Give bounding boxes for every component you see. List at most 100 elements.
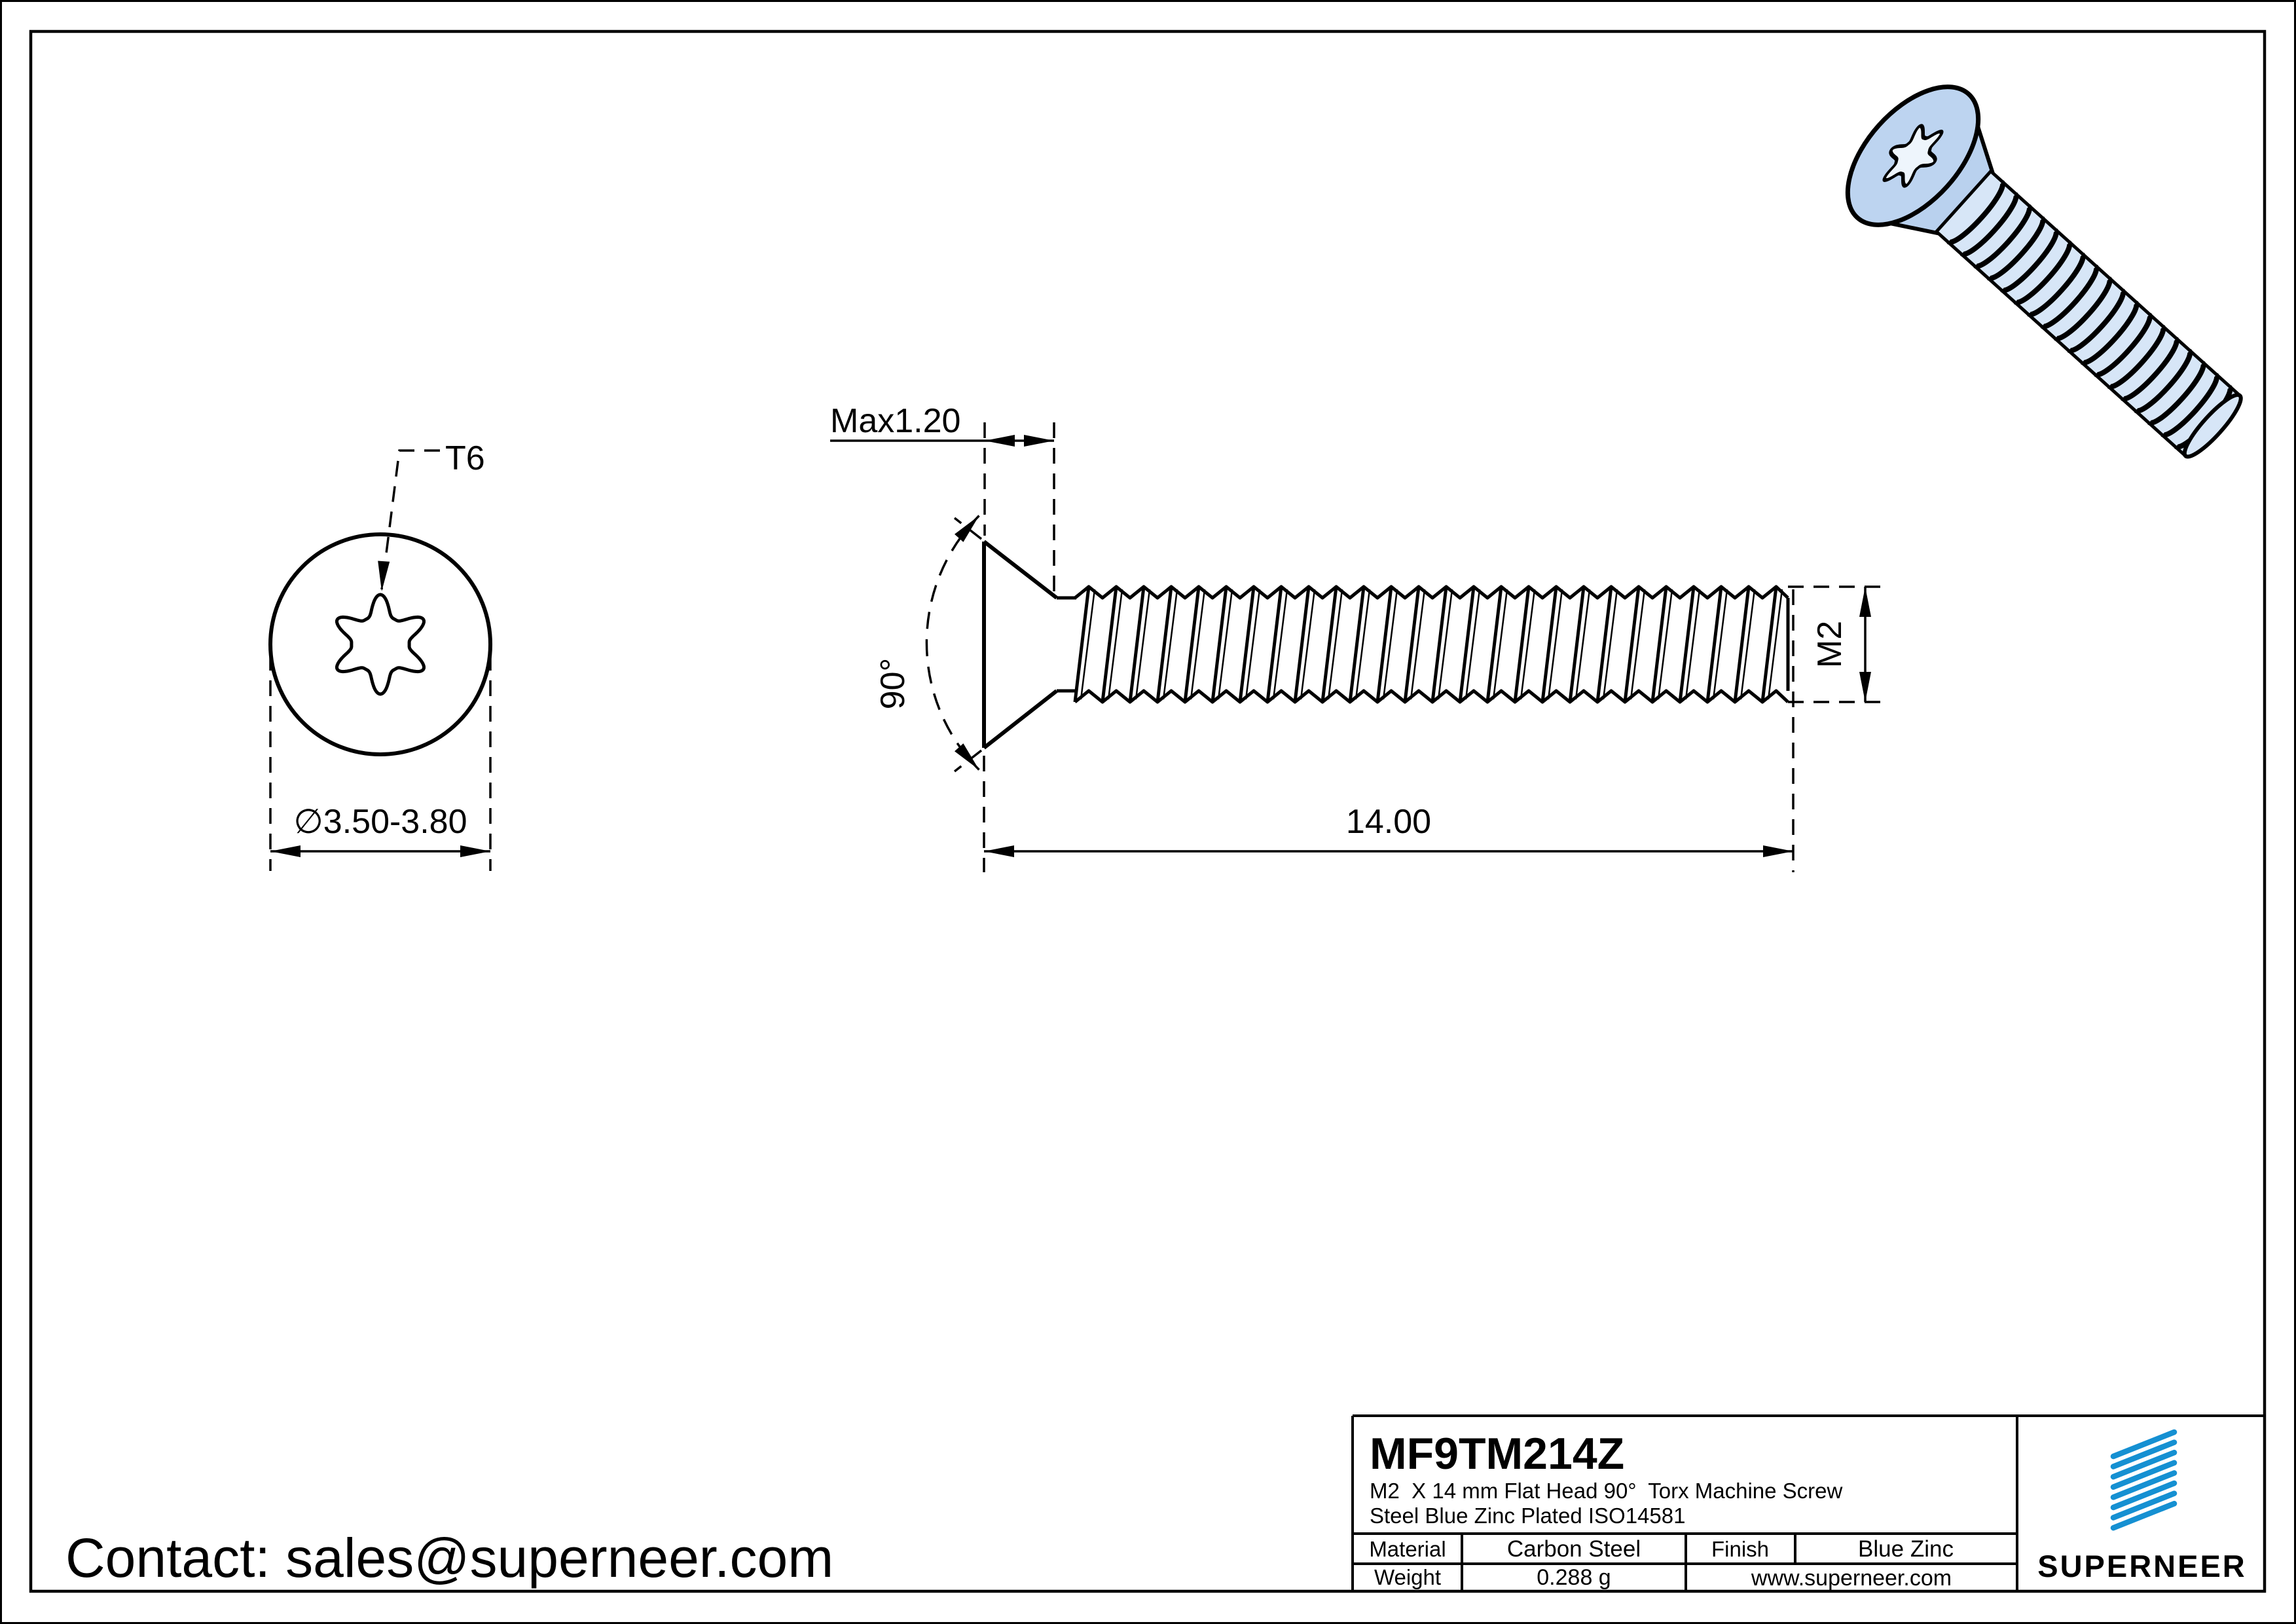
logo-stripe-icon xyxy=(2110,1460,2178,1490)
thread-flank xyxy=(1540,586,1558,703)
thread-flank xyxy=(1238,586,1256,703)
part-number: MF9TM214Z xyxy=(1370,1429,1624,1479)
website-link[interactable]: www.superneer.com xyxy=(1751,1566,1952,1591)
finish-value: Blue Zinc xyxy=(1858,1536,1954,1562)
thread-band-3d xyxy=(2054,276,2113,341)
thread-band-3d xyxy=(1960,192,2019,257)
thread-flank-inner xyxy=(1575,589,1591,700)
threads-3d xyxy=(1946,180,2233,450)
thread-flank-inner xyxy=(1465,589,1481,700)
thread-size-text: M2 xyxy=(1811,621,1849,668)
thread-band-3d xyxy=(1946,180,2006,245)
thread-flank-inner xyxy=(1272,589,1288,700)
head-height-text: Max1.20 xyxy=(830,402,960,440)
thread-band-3d xyxy=(2107,325,2166,390)
material-value: Carbon Steel xyxy=(1507,1536,1641,1562)
weight-value: 0.288 g xyxy=(1537,1565,1611,1590)
thread-flank xyxy=(1128,586,1146,703)
torx-recess-3d xyxy=(1882,124,1944,188)
thread-flank xyxy=(1101,586,1118,703)
thread-flank xyxy=(1073,586,1091,703)
thread-flank xyxy=(1678,586,1696,703)
thread-flank-inner xyxy=(1602,589,1618,700)
thread-band-3d xyxy=(2000,228,2059,293)
angle-arrow-bottom-icon xyxy=(955,743,979,770)
thread-flank xyxy=(1485,586,1503,703)
dimension-arrowheads xyxy=(955,435,1871,857)
thread-flank-inner xyxy=(1685,589,1701,700)
thread-band-3d xyxy=(2081,301,2140,365)
thread-flank-inner xyxy=(1437,589,1453,700)
thread-flank-inner xyxy=(1327,589,1343,700)
material-label: Material xyxy=(1369,1537,1446,1561)
torx-recess-3d-outline xyxy=(1882,124,1944,188)
thread-flank xyxy=(1403,586,1421,703)
thread-flank-inner xyxy=(1162,589,1178,700)
thread-crest-top xyxy=(1074,585,1789,600)
thread-band-3d xyxy=(2067,288,2126,354)
logo-stripe-icon xyxy=(2110,1429,2178,1460)
contact-line: Contact: sales@superneer.com xyxy=(65,1527,833,1589)
m2-arrow-up-icon xyxy=(1859,587,1871,617)
t6-leader-line xyxy=(380,449,440,590)
thread-flank-inner xyxy=(1135,589,1151,700)
length-arrow-left-icon xyxy=(984,845,1014,857)
logo-stripe-icon xyxy=(2110,1480,2178,1511)
thread-band-3d xyxy=(2121,337,2179,401)
brand-wordmark: SUPERNEER xyxy=(2037,1549,2247,1583)
thread-band-3d xyxy=(2027,252,2086,318)
tip-3d xyxy=(2182,393,2243,459)
logo-stripes-icon xyxy=(2110,1429,2178,1531)
thread-flank-inner xyxy=(1547,589,1563,700)
thread-flank xyxy=(1568,586,1586,703)
thread-flank-inner xyxy=(1657,589,1673,700)
thread-band-3d xyxy=(2147,361,2206,426)
logo-stripe-icon xyxy=(2110,1470,2178,1500)
thread-flank xyxy=(1513,586,1531,703)
drive-size-label: T6 xyxy=(445,439,485,477)
thread-flank-inner xyxy=(1355,589,1371,700)
description-line-1: M2 X 14 mm Flat Head 90° Torx Machine Sc… xyxy=(1370,1479,1843,1503)
thread-flank xyxy=(1705,586,1723,703)
finish-label: Finish xyxy=(1711,1537,1769,1561)
thread-flank xyxy=(1293,586,1311,703)
thread-flank xyxy=(1211,586,1228,703)
logo-stripe-icon xyxy=(2110,1490,2178,1521)
length-arrow-right-icon xyxy=(1763,845,1793,857)
thread-band-3d xyxy=(2160,373,2220,438)
screw-3d-render xyxy=(1845,84,2243,459)
weight-label: Weight xyxy=(1374,1565,1441,1589)
top-view: T6 ∅3.50-3.80 xyxy=(268,439,492,871)
drawing-border xyxy=(29,29,2267,1593)
angle-arrow-top-icon xyxy=(955,515,979,542)
thread-flank-inner xyxy=(1492,589,1508,700)
thread-flank-inner xyxy=(1740,589,1756,700)
thread-band-3d xyxy=(2040,265,2100,329)
thread-flank-inner xyxy=(1190,589,1206,700)
thread-flank-inner xyxy=(1382,589,1398,700)
side-view: Max1.20 90° M2 14.00 xyxy=(830,402,1880,872)
thread-flank-inner xyxy=(1217,589,1233,700)
thread-flank xyxy=(1266,586,1283,703)
thread-flank-inner xyxy=(1245,589,1261,700)
thread-band-3d xyxy=(2094,312,2153,378)
leader-arrowhead-icon xyxy=(378,561,390,591)
angle-ext-bottom xyxy=(953,749,983,773)
angle-arc xyxy=(925,515,980,771)
thread-flank-inner xyxy=(1080,589,1096,700)
countersink-angle-text: 90° xyxy=(874,658,912,710)
thread-band-3d xyxy=(2013,240,2073,305)
thread-band-3d xyxy=(1986,216,2046,281)
torx-recess-outline xyxy=(335,593,426,696)
head-circle xyxy=(268,532,492,756)
title-block: MF9TM214Z M2 X 14 mm Flat Head 90° Torx … xyxy=(1351,1414,2265,1591)
angle-ext-top xyxy=(953,517,983,540)
thread-flank-inner xyxy=(1107,589,1123,700)
thread-flank-inner xyxy=(1520,589,1536,700)
description-line-2: Steel Blue Zinc Plated ISO14581 xyxy=(1370,1504,1685,1528)
thread-flank xyxy=(1595,586,1613,703)
thread-flank-inner xyxy=(1410,589,1426,700)
thread-band-3d xyxy=(2134,348,2193,414)
